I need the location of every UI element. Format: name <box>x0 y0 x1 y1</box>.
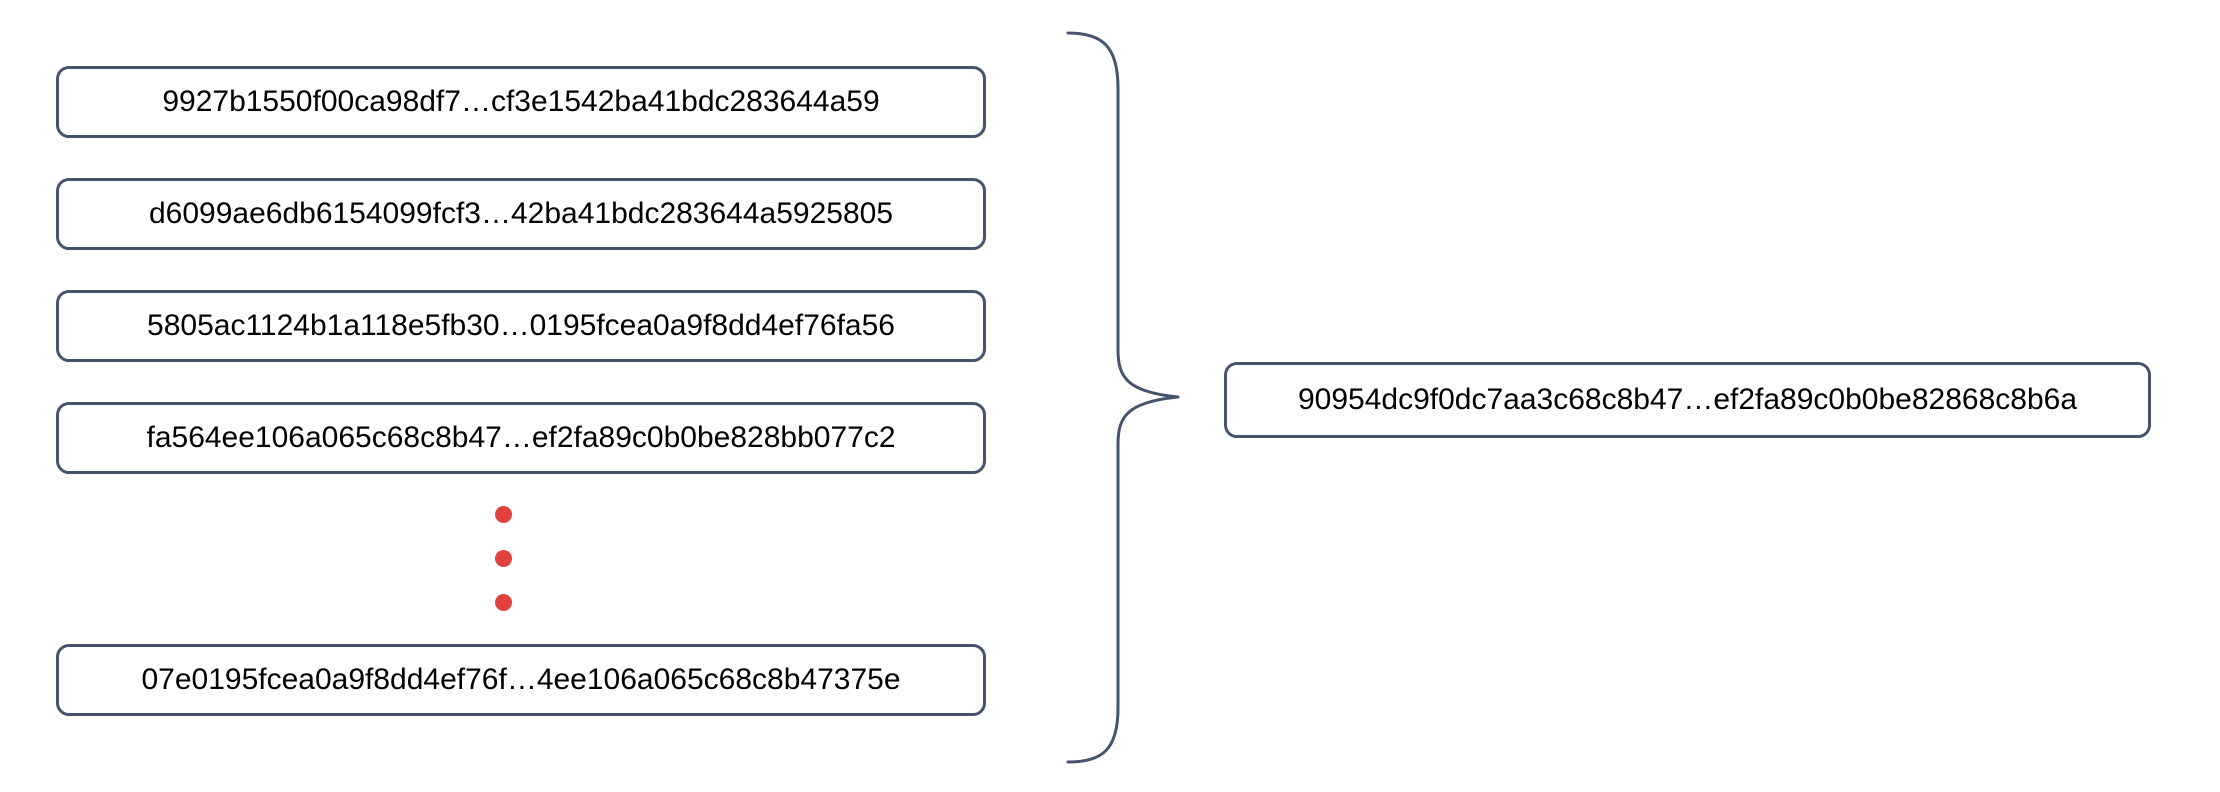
ellipsis-dot-icon <box>495 506 512 523</box>
hash-box-5-label: 07e0195fcea0a9f8dd4ef76f…4ee106a065c68c8… <box>141 663 901 696</box>
hash-box-3-label: 5805ac1124b1a118e5fb30…0195fcea0a9f8dd4e… <box>147 309 895 342</box>
ellipsis-dot-icon <box>495 550 512 567</box>
hash-box-4-label: fa564ee106a065c68c8b47…ef2fa89c0b0be828b… <box>146 421 896 454</box>
combined-hash-label: 90954dc9f0dc7aa3c68c8b47…ef2fa89c0b0be82… <box>1297 383 2078 416</box>
combined-hash-box: 90954dc9f0dc7aa3c68c8b47…ef2fa89c0b0be82… <box>1224 362 2151 438</box>
hash-box-4: fa564ee106a065c68c8b47…ef2fa89c0b0be828b… <box>56 402 986 474</box>
ellipsis-dot-icon <box>495 594 512 611</box>
ellipsis-dots <box>495 506 512 611</box>
hash-box-1-label: 9927b1550f00ca98df7…cf3e1542ba41bdc28364… <box>162 85 880 118</box>
hash-box-2-label: d6099ae6db6154099fcf3…42ba41bdc283644a59… <box>148 197 894 230</box>
hash-box-3: 5805ac1124b1a118e5fb30…0195fcea0a9f8dd4e… <box>56 290 986 362</box>
hash-box-2: d6099ae6db6154099fcf3…42ba41bdc283644a59… <box>56 178 986 250</box>
hash-box-5: 07e0195fcea0a9f8dd4ef76f…4ee106a065c68c8… <box>56 644 986 716</box>
hash-box-1: 9927b1550f00ca98df7…cf3e1542ba41bdc28364… <box>56 66 986 138</box>
